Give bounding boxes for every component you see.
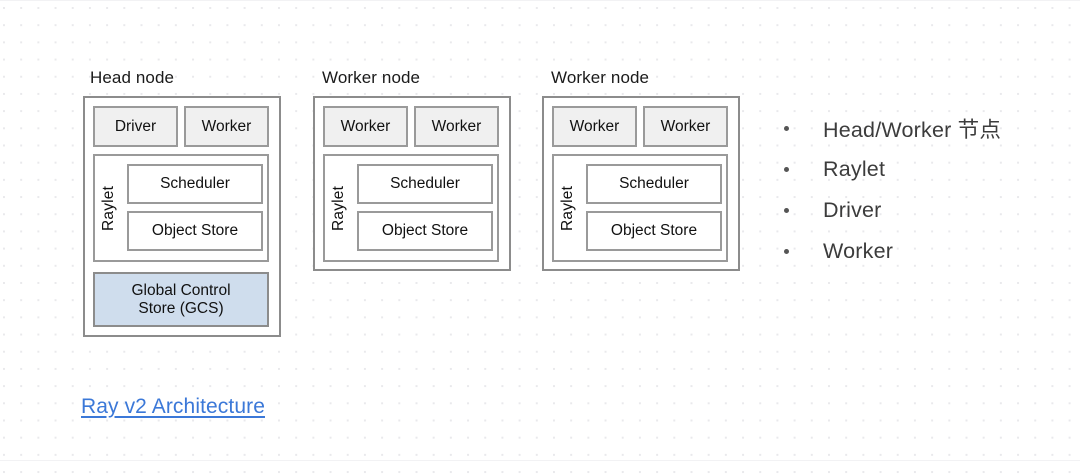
head-gcs-line2: Store (GCS) xyxy=(138,299,224,317)
worker2-object-store-box[interactable]: Object Store xyxy=(586,211,722,251)
bullet-dot-icon xyxy=(784,126,789,131)
ray-architecture-link[interactable]: Ray v2 Architecture xyxy=(81,395,265,418)
bullet-dot-icon xyxy=(784,208,789,213)
worker2-raylet-label: Raylet xyxy=(559,185,576,231)
worker2-raylet[interactable]: Raylet Scheduler Object Store xyxy=(552,154,728,262)
node-worker-2[interactable]: Worker Worker Raylet Scheduler Object St… xyxy=(542,96,740,271)
worker1-raylet[interactable]: Raylet Scheduler Object Store xyxy=(323,154,499,262)
bullet-label-3: Worker xyxy=(823,239,894,263)
head-scheduler-box[interactable]: Scheduler xyxy=(127,164,263,204)
head-worker-box[interactable]: Worker xyxy=(184,106,269,147)
bullet-list: Head/Worker 节点 Raylet Driver Worker xyxy=(780,108,1070,272)
list-item: Head/Worker 节点 xyxy=(780,108,1070,149)
bottom-divider xyxy=(0,460,1080,461)
list-item: Worker xyxy=(780,231,1070,272)
node-title-head: Head node xyxy=(90,68,175,87)
node-head[interactable]: Driver Worker Raylet Scheduler Object St… xyxy=(83,96,281,337)
top-divider xyxy=(0,0,1080,1)
list-item: Driver xyxy=(780,190,1070,231)
worker1-object-store-box[interactable]: Object Store xyxy=(357,211,493,251)
list-item: Raylet xyxy=(780,149,1070,190)
bullet-label-1: Raylet xyxy=(823,157,886,181)
worker1-scheduler-box[interactable]: Scheduler xyxy=(357,164,493,204)
head-raylet-label: Raylet xyxy=(100,185,117,231)
bullet-label-0: Head/Worker 节点 xyxy=(823,118,1002,142)
head-driver-box[interactable]: Driver xyxy=(93,106,178,147)
head-raylet[interactable]: Raylet Scheduler Object Store xyxy=(93,154,269,262)
node-title-worker-1: Worker node xyxy=(322,68,421,87)
head-object-store-box[interactable]: Object Store xyxy=(127,211,263,251)
head-gcs-line1: Global Control xyxy=(131,281,231,299)
worker1-raylet-label: Raylet xyxy=(330,185,347,231)
node-worker-1[interactable]: Worker Worker Raylet Scheduler Object St… xyxy=(313,96,511,271)
head-gcs-box[interactable]: Global Control Store (GCS) xyxy=(93,272,269,327)
worker1-worker-box-b[interactable]: Worker xyxy=(414,106,499,147)
worker2-worker-box-a[interactable]: Worker xyxy=(552,106,637,147)
worker2-worker-box-b[interactable]: Worker xyxy=(643,106,728,147)
bullet-label-2: Driver xyxy=(823,198,882,222)
worker1-worker-box-a[interactable]: Worker xyxy=(323,106,408,147)
worker2-scheduler-box[interactable]: Scheduler xyxy=(586,164,722,204)
bullet-dot-icon xyxy=(784,249,789,254)
bullet-dot-icon xyxy=(784,167,789,172)
node-title-worker-2: Worker node xyxy=(551,68,650,87)
